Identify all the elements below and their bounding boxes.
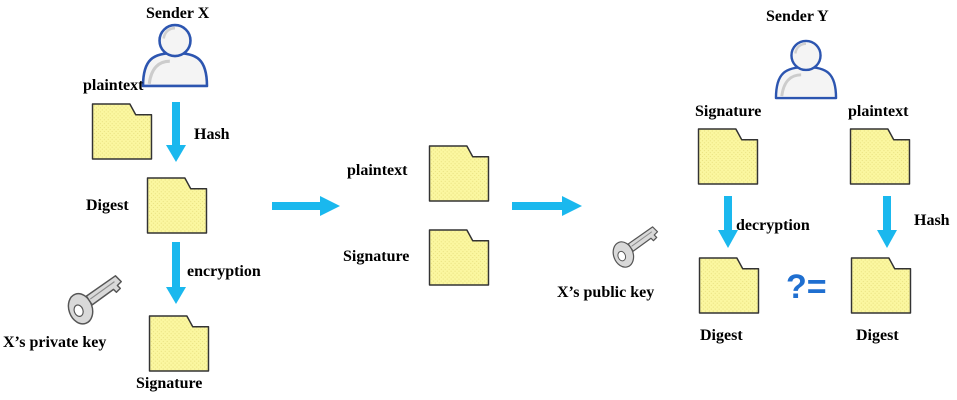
sender-x-encryption-arrow: [166, 242, 186, 304]
sender-y-hash-label: Hash: [914, 212, 950, 229]
public-key-icon: [612, 226, 659, 271]
sender-y-hash-arrow: [877, 196, 897, 248]
send-arrow-left: [272, 196, 340, 216]
channel-plaintext-label: plaintext: [347, 162, 408, 179]
sender-y-digest-left-folder-icon: [698, 257, 760, 314]
sender-x-digest-folder-icon: [146, 177, 208, 234]
sender-x-plaintext-label: plaintext: [83, 77, 144, 94]
sender-y-digest-left-label: Digest: [700, 327, 743, 344]
sender-x-hash-label: Hash: [194, 126, 230, 143]
sender-y-title: Sender Y: [766, 8, 829, 25]
compare-symbol: ?=: [786, 268, 827, 306]
sender-x-signature-label: Signature: [136, 375, 203, 392]
sender-x-hash-arrow: [166, 102, 186, 162]
public-key-label: X’s public key: [557, 284, 655, 301]
send-arrow-right: [512, 196, 582, 216]
private-key-icon: [67, 275, 122, 329]
sender-y-plaintext-folder-icon: [849, 128, 911, 185]
sender-x-encryption-label: encryption: [187, 263, 261, 280]
sender-x-signature-folder-icon: [148, 315, 210, 372]
sender-x-digest-label: Digest: [86, 197, 129, 214]
sender-y-plaintext-label: plaintext: [848, 103, 909, 120]
sender-y-digest-right-label: Digest: [856, 327, 899, 344]
channel-signature-folder-icon: [428, 229, 490, 286]
decryption-label: decryption: [736, 217, 810, 234]
sender-x-plaintext-folder-icon: [91, 103, 153, 160]
private-key-label: X’s private key: [3, 334, 107, 351]
sender-y-person-icon: [774, 39, 838, 100]
sender-x-title: Sender X: [146, 5, 210, 22]
sender-y-digest-right-folder-icon: [850, 257, 912, 314]
sender-y-signature-label: Signature: [695, 103, 762, 120]
channel-signature-label: Signature: [343, 248, 410, 265]
decryption-arrow: [718, 196, 738, 248]
channel-plaintext-folder-icon: [428, 145, 490, 202]
sender-x-person-icon: [141, 23, 209, 88]
sender-y-signature-folder-icon: [697, 128, 759, 185]
